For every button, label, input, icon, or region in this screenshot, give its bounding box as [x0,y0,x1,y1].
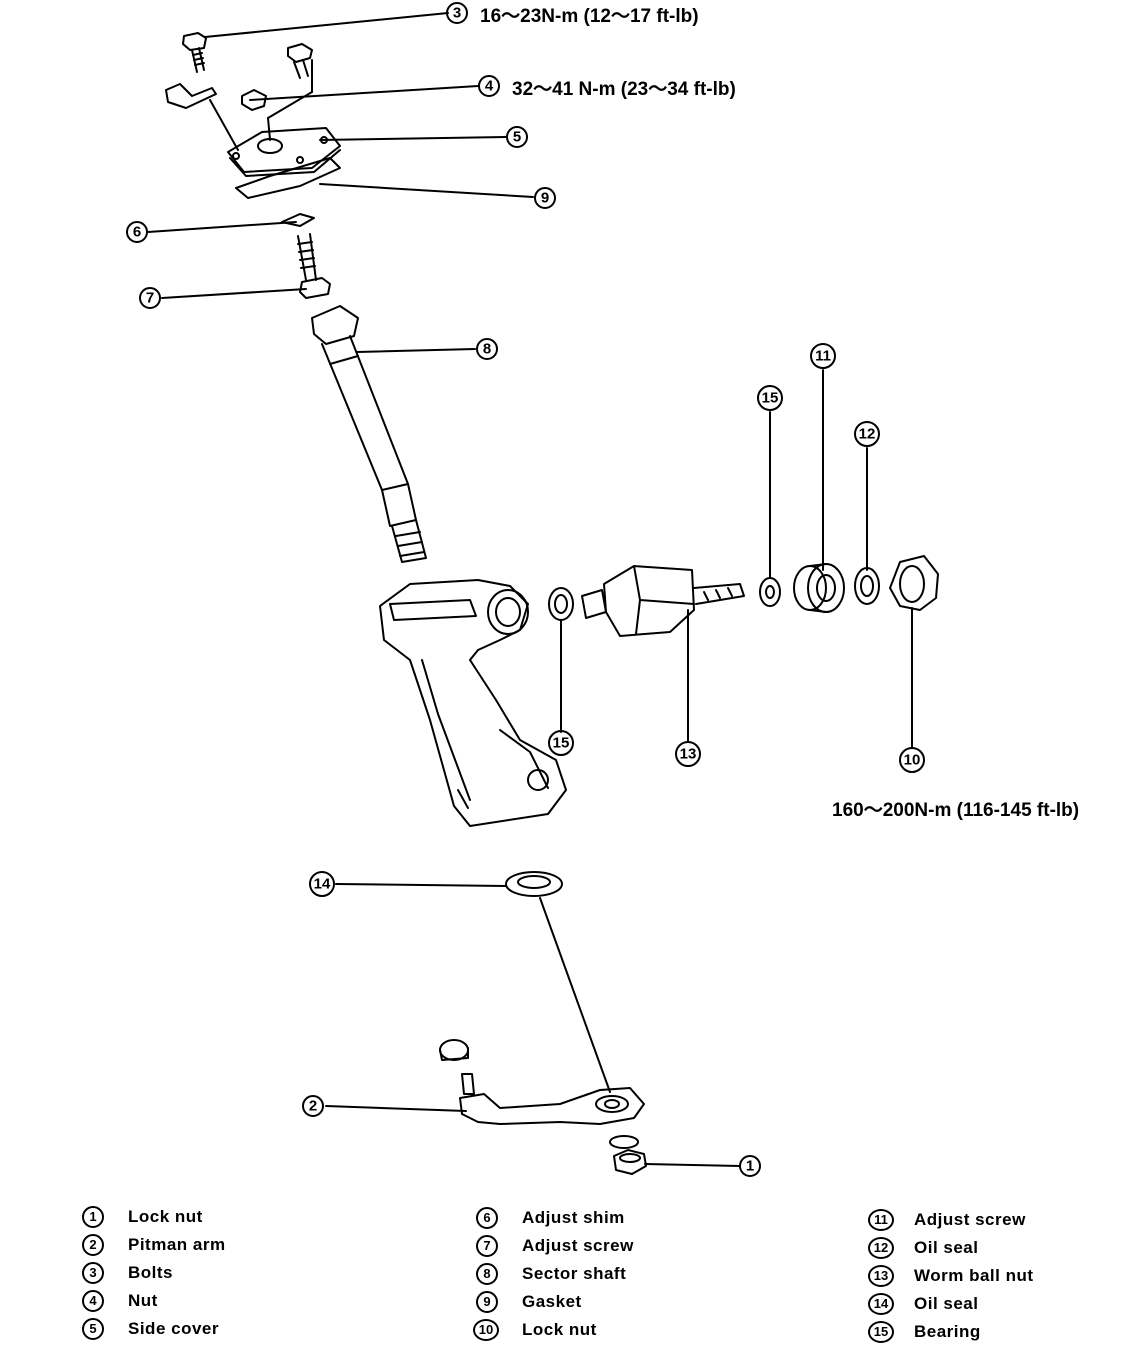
callout-circles [126,2,925,1177]
lock-nut-large-part [889,555,939,611]
legend-number: 5 [82,1318,104,1340]
callout-2: 2 [309,1098,317,1115]
legend-number: 9 [476,1291,498,1313]
legend-number: 8 [476,1263,498,1285]
legend-label: Lock nut [522,1320,597,1339]
lock-plate-part [165,83,217,109]
legend-label: Pitman arm [128,1235,226,1254]
dust-cap-part [439,1039,469,1061]
legend-label: Gasket [522,1292,582,1311]
callout-8: 8 [483,341,491,358]
legend-label: Sector shaft [522,1264,627,1283]
callout-15-left: 15 [553,735,570,752]
bolt-part [182,32,313,79]
legend-number: 12 [868,1237,894,1259]
legend-number: 3 [82,1262,104,1284]
oil-seal-part-right [854,567,880,605]
gear-housing-part [379,579,567,827]
legend-label: Nut [128,1291,158,1310]
legend-number: 11 [868,1209,894,1231]
callout-4: 4 [485,78,494,95]
legend-number: 15 [868,1321,894,1343]
legend-label: Adjust screw [522,1236,634,1255]
legend-label: Oil seal [914,1238,979,1257]
nut-part [241,89,267,111]
worm-ball-nut-part [581,565,745,637]
torque-spec-lock-nut: 160～200N-m (116-145 ft-lb) [832,800,1080,821]
legend-label: Adjust shim [522,1208,625,1227]
callout-14: 14 [314,876,331,893]
legend-label: Adjust screw [914,1210,1026,1229]
callout-5: 5 [513,129,521,146]
leader-lines [147,12,913,1167]
sector-shaft-part [311,305,427,563]
legend-number: 4 [82,1290,104,1312]
shim-part [281,213,315,227]
legend-number: 1 [82,1206,104,1228]
legend-label: Bolts [128,1263,173,1282]
pitman-arm-part [459,1073,645,1125]
side-cover-part [227,127,341,177]
torque-spec-nut: 32～41 N-m (23～34 ft-lb) [512,79,736,100]
torque-spec-bolts: 16～23N-m (12～17 ft-lb) [480,6,699,27]
callout-9: 9 [541,190,549,207]
callout-6: 6 [133,224,141,241]
legend-number: 14 [868,1293,894,1315]
legend-number: 10 [473,1319,499,1341]
callout-13: 13 [680,746,697,763]
bearing-part-left [548,587,574,621]
legend-label: Worm ball nut [914,1266,1034,1285]
legend-label: Side cover [128,1319,219,1338]
legend-number: 7 [476,1235,498,1257]
legend-number: 6 [476,1207,498,1229]
callout-12: 12 [859,426,876,443]
bearing-part-right [759,577,781,607]
callout-10: 10 [904,752,921,769]
callout-7: 7 [146,290,154,307]
legend-label: Lock nut [128,1207,203,1226]
callout-1: 1 [746,1158,754,1175]
legend-label: Oil seal [914,1294,979,1313]
adjust-screw-large-part [793,563,845,613]
oil-seal-part-bottom [505,871,563,897]
callout-15-right: 15 [762,390,779,407]
lock-nut-small-part [609,1135,647,1175]
legend-label: Bearing [914,1322,981,1341]
legend-number: 2 [82,1234,104,1256]
gasket-part [235,157,341,199]
callout-3: 3 [453,5,461,22]
legend-number: 13 [868,1265,894,1287]
adjust-screw-part [297,233,331,299]
callout-11: 11 [815,348,831,365]
